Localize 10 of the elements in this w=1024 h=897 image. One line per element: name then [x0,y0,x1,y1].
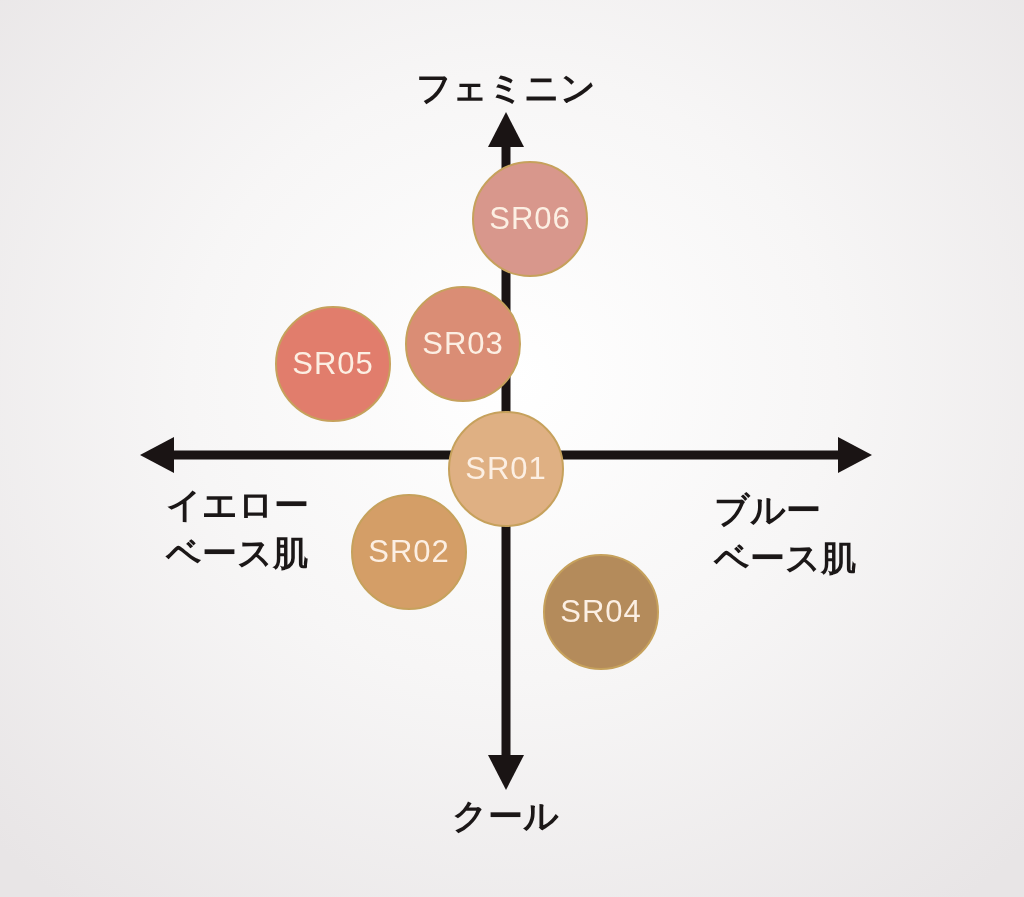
shade-swatch: SR02 [351,494,467,610]
axis-label: フェミニン [415,67,597,110]
axis-label: イエローベース肌 [166,484,310,575]
axis-label: クール [450,795,560,838]
shade-swatch: SR06 [472,161,588,277]
shade-swatch: SR05 [275,306,391,422]
shade-swatch: SR03 [405,286,521,402]
shade-swatch: SR01 [448,411,564,527]
axis-label: ブルーベース肌 [714,489,857,580]
shade-swatch: SR04 [543,554,659,670]
